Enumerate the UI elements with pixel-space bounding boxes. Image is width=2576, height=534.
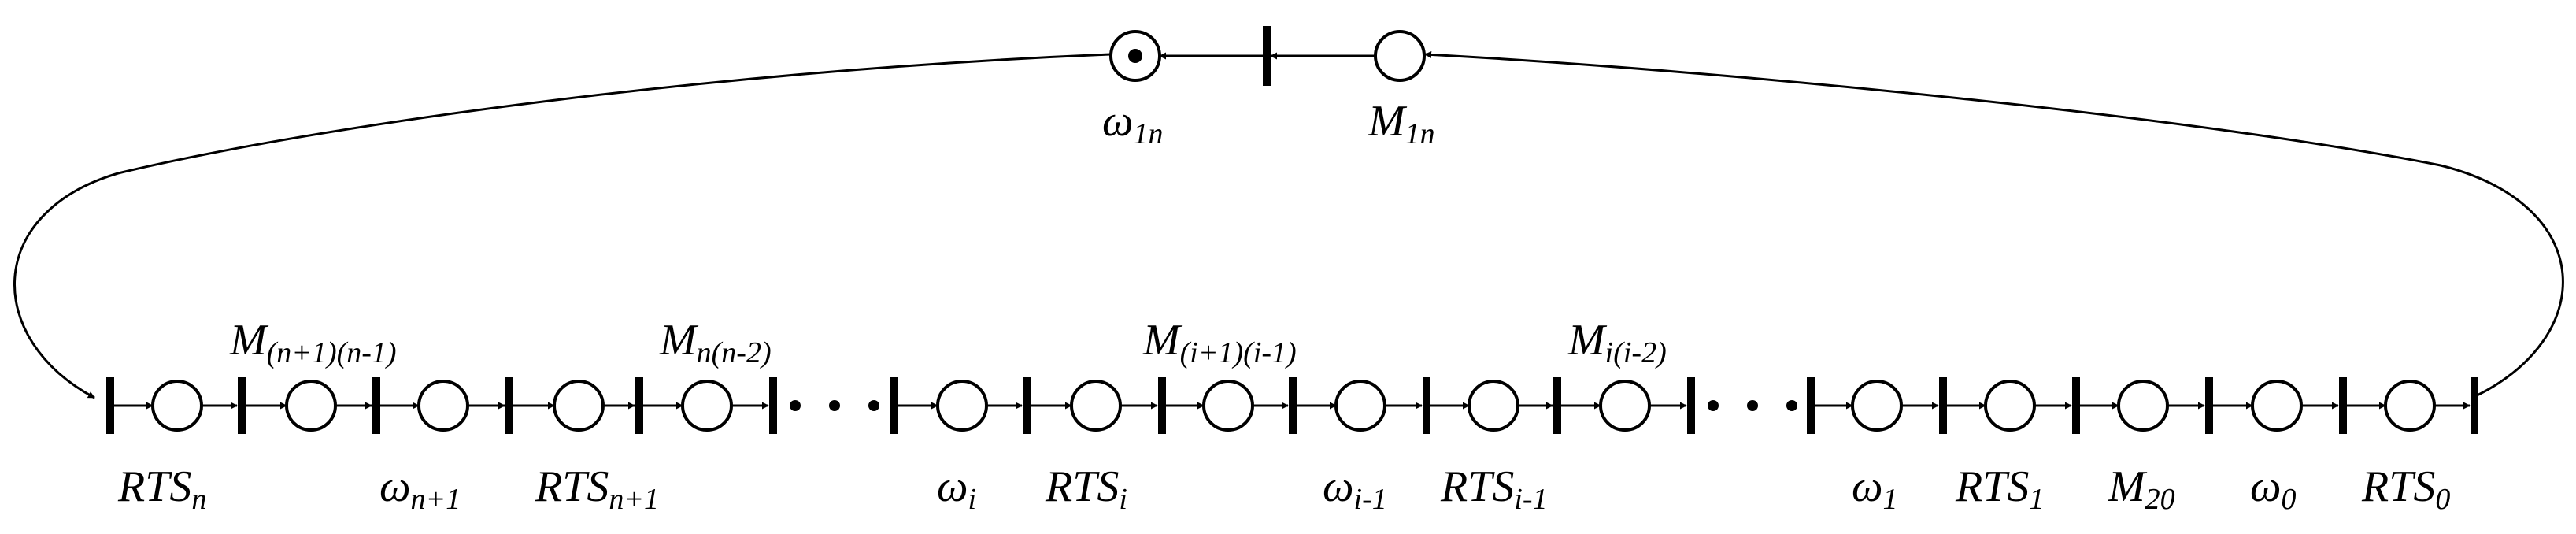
label-omega-n1: ωn+1	[379, 462, 461, 516]
place-11	[1851, 380, 1903, 432]
ellipsis-dot-0-1	[829, 400, 840, 411]
place-2	[417, 380, 469, 432]
label-m-i-i-2: Mi(i-2)	[1567, 316, 1667, 369]
token-dot	[1128, 49, 1142, 63]
place-8	[1334, 380, 1386, 432]
label-rts-n: RTSn	[117, 462, 206, 516]
arc-loop-right	[1424, 50, 2564, 399]
place-12	[1984, 380, 2036, 432]
label-m-1n: M1n	[1368, 97, 1435, 150]
label-omega-i: ωi	[937, 462, 976, 516]
ellipsis-dot-0-0	[790, 400, 801, 411]
top-section	[1109, 26, 1426, 86]
place-7	[1202, 380, 1254, 432]
place-9	[1468, 380, 1519, 432]
label-omega-i-1: ωi-1	[1323, 462, 1387, 516]
ellipsis-dot-0-2	[868, 400, 879, 411]
ellipsis-dot-1-0	[1708, 400, 1719, 411]
place-1	[285, 380, 337, 432]
bottom-labels: RTSn ωn+1 RTSn+1 ωi RTSi ωi-1 RTSi-1 ω1 …	[117, 462, 2450, 516]
label-rts-0: RTS0	[2361, 462, 2450, 516]
place-3	[553, 380, 605, 432]
label-omega-1n: ω1n	[1102, 97, 1164, 150]
arc-loop-left	[13, 53, 1112, 399]
place-5	[936, 380, 988, 432]
label-m-20: M20	[2108, 462, 2175, 516]
label-rts-i: RTSi	[1045, 462, 1127, 516]
place-15	[2384, 380, 2436, 432]
place-m-1n	[1374, 30, 1426, 82]
label-m-n1-n-1: M(n+1)(n-1)	[229, 316, 397, 369]
place-6	[1070, 380, 1122, 432]
place-0	[151, 380, 203, 432]
label-m-n-n-2: Mn(n-2)	[659, 316, 772, 369]
place-13	[2117, 380, 2169, 432]
label-omega-1: ω1	[1852, 462, 1898, 516]
label-rts-1: RTS1	[1955, 462, 2044, 516]
bottom-chain	[106, 377, 2478, 434]
label-rts-i-1: RTSi-1	[1440, 462, 1548, 516]
label-omega-0: ω0	[2250, 462, 2297, 516]
label-rts-n1: RTSn+1	[535, 462, 659, 516]
place-14	[2251, 380, 2303, 432]
place-4	[681, 380, 733, 432]
label-m-i1-i-1: M(i+1)(i-1)	[1142, 316, 1297, 369]
ellipsis-dot-1-1	[1747, 400, 1758, 411]
upper-labels: M(n+1)(n-1) Mn(n-2) M(i+1)(i-1) Mi(i-2)	[229, 316, 1667, 369]
ellipsis-dot-1-2	[1786, 400, 1797, 411]
place-10	[1599, 380, 1651, 432]
